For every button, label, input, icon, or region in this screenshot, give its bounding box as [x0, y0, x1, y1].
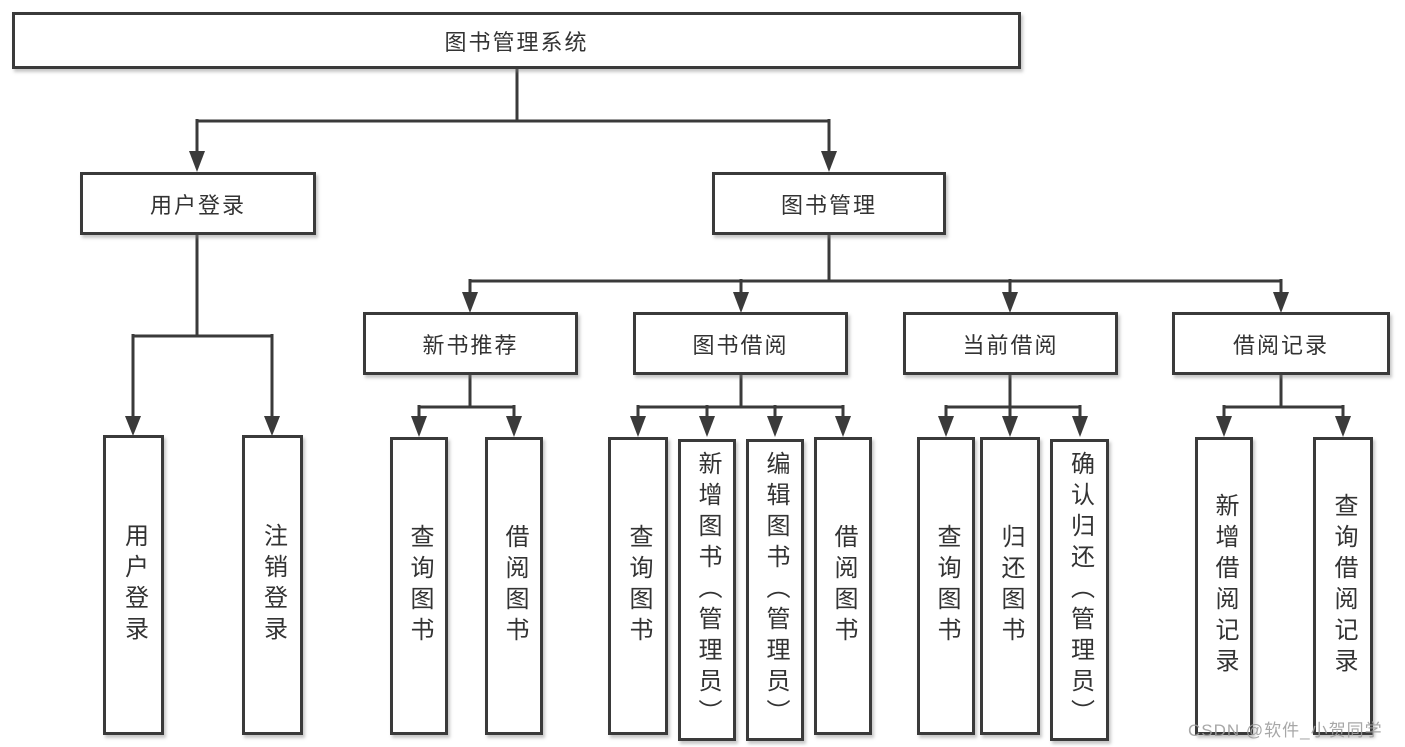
leaf-logout: 注销登录 — [242, 435, 303, 735]
node-label: 查询借阅记录 — [1330, 493, 1357, 679]
node-label: 查询图书 — [406, 524, 433, 648]
leaf-add-borrow-record: 新增借阅记录 — [1195, 437, 1253, 735]
node-book-borrowing: 图书借阅 — [633, 312, 848, 375]
node-library-management-system: 图书管理系统 — [12, 12, 1021, 69]
csdn-watermark: CSDN @软件_小贺同学 — [1188, 721, 1383, 740]
node-label: 查询图书 — [625, 524, 652, 648]
leaf-add-book-admin: 新增图书（管理员） — [678, 439, 736, 741]
node-label: 查询图书 — [933, 524, 960, 648]
leaf-borrow-books-borrowing: 借阅图书 — [814, 437, 872, 735]
leaf-confirm-return-admin: 确认归还（管理员） — [1050, 439, 1109, 741]
node-label: 确认归还（管理员） — [1066, 450, 1094, 730]
node-label: 新增图书（管理员） — [694, 450, 721, 730]
node-label: 新增借阅记录 — [1211, 493, 1238, 679]
leaf-query-books-current: 查询图书 — [917, 437, 975, 735]
leaf-query-borrow-record: 查询借阅记录 — [1313, 437, 1373, 735]
node-new-book-recommendation: 新书推荐 — [363, 312, 578, 375]
node-label: 注销登录 — [259, 523, 287, 647]
node-label: 用户登录 — [120, 523, 148, 647]
leaf-borrow-books-recommend: 借阅图书 — [485, 437, 543, 735]
node-label: 编辑图书（管理员） — [762, 450, 789, 730]
node-user-login: 用户登录 — [80, 172, 316, 235]
leaf-query-books-recommend: 查询图书 — [390, 437, 448, 735]
leaf-user-login: 用户登录 — [103, 435, 164, 735]
node-label: 借阅图书 — [501, 524, 528, 648]
leaf-query-books-borrowing: 查询图书 — [608, 437, 668, 735]
node-label: 借阅图书 — [830, 524, 857, 648]
node-label: 归还图书 — [997, 524, 1024, 648]
node-borrowing-records: 借阅记录 — [1172, 312, 1390, 375]
node-current-borrowing: 当前借阅 — [903, 312, 1118, 375]
node-book-management: 图书管理 — [712, 172, 946, 235]
leaf-edit-book-admin: 编辑图书（管理员） — [746, 439, 804, 741]
leaf-return-book: 归还图书 — [980, 437, 1040, 735]
